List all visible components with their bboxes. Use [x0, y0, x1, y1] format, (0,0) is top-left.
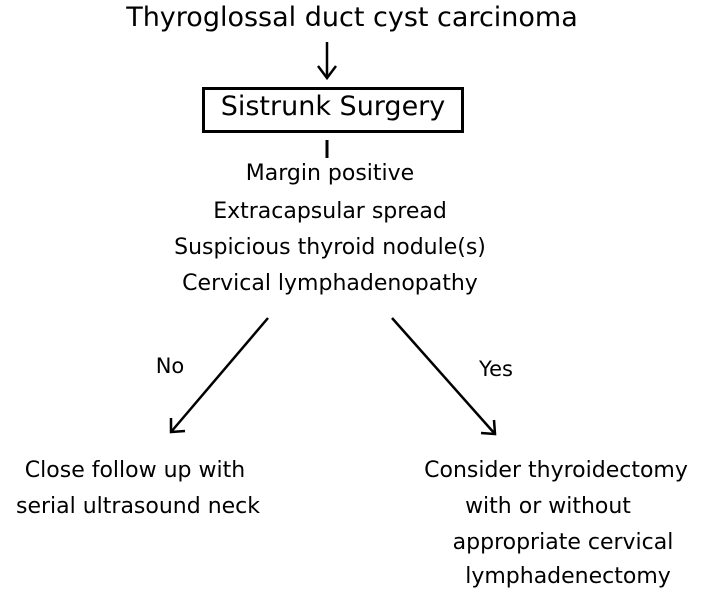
no-outcome-line-2: serial ultrasound neck — [15, 494, 261, 519]
arrow-no-branch — [170, 317, 269, 433]
criterion-4: Cervical lymphadenopathy — [182, 271, 478, 296]
criterion-1: Margin positive — [245, 161, 415, 186]
yes-outcome-line-4: lymphadenectomy — [465, 564, 671, 589]
arrowhead-yes-branch — [480, 419, 497, 436]
diagram-title: Thyroglossal duct cyst carcinoma — [126, 2, 578, 33]
criterion-3: Suspicious thyroid nodule(s) — [174, 235, 486, 260]
yes-outcome-line-3: appropriate cervical — [452, 530, 674, 555]
criterion-2: Extracapsular spread — [213, 199, 447, 224]
procedure-box — [202, 87, 464, 133]
arrow-yes-branch — [391, 317, 496, 435]
no-outcome-line-1: Close follow up with — [24, 458, 246, 483]
yes-outcome-line-2: with or without — [465, 494, 631, 519]
yes-outcome-line-1: Consider thyroidectomy — [424, 458, 688, 483]
procedure-label: Sistrunk Surgery — [220, 91, 446, 122]
arrowhead-no-branch — [169, 418, 186, 434]
arrowhead-title-to-procedure — [317, 65, 337, 81]
branch-yes-label: Yes — [479, 357, 513, 381]
branch-no-label: No — [155, 354, 185, 378]
